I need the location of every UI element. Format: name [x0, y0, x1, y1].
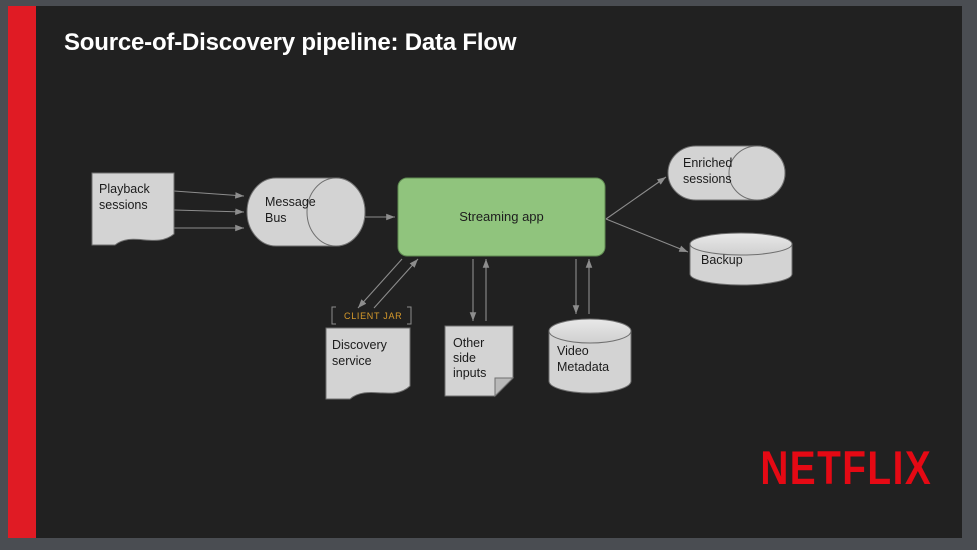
client-jar-label: CLIENT JAR [344, 311, 403, 321]
node-discovery-service[interactable] [325, 327, 411, 400]
diagram-shapes [91, 145, 793, 400]
node-enriched-sessions-cap [728, 145, 786, 201]
edge-streaming-to-enriched [605, 176, 667, 220]
page-title: Source-of-Discovery pipeline: Data Flow [64, 29, 517, 56]
data-flow-diagram: Playback sessions Message Bus Streaming … [36, 6, 962, 538]
node-playback-sessions[interactable] [91, 172, 175, 246]
node-message-bus-cap [306, 177, 366, 247]
edge-streaming-to-backup [605, 218, 689, 253]
node-backup-top [689, 232, 793, 256]
netflix-logo: NETFLIX [760, 442, 932, 495]
edge-streaming-to-discovery [357, 258, 403, 309]
edge-playback-to-bus-1 [173, 190, 245, 199]
slide-canvas: Source-of-Discovery pipeline: Data Flow [8, 6, 962, 538]
red-accent-bar [8, 6, 36, 538]
slide-content: Source-of-Discovery pipeline: Data Flow [36, 6, 962, 538]
node-other-side-inputs-fold [494, 377, 515, 398]
client-jar-bracket-left [331, 306, 336, 325]
node-backup-body[interactable] [689, 243, 793, 286]
node-streaming-app[interactable] [397, 177, 606, 257]
edge-playback-to-bus-2 [173, 208, 245, 216]
node-video-metadata-body[interactable] [548, 330, 632, 394]
node-video-metadata-top [548, 318, 632, 344]
edge-discovery-to-streaming [373, 258, 419, 309]
client-jar-bracket-right [407, 306, 412, 325]
